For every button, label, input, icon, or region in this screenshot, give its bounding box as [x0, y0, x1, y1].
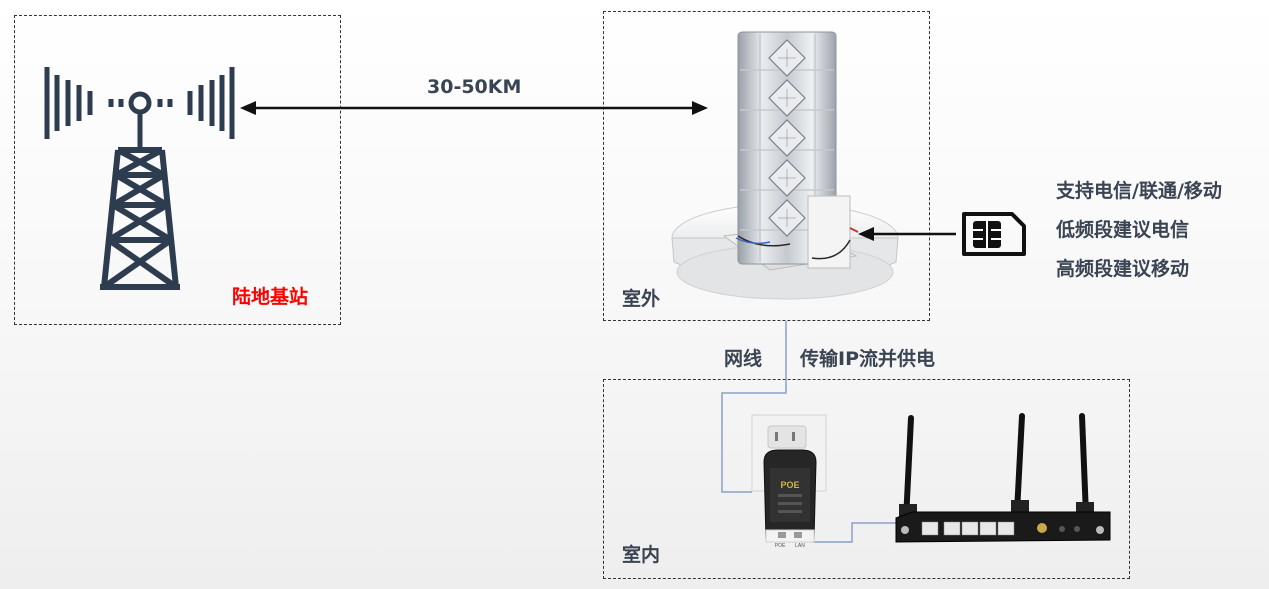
sim-arrow — [858, 227, 956, 241]
transmission-label: 传输IP流并供电 — [800, 348, 935, 370]
sim-info-low-band: 低频段建议电信 — [1056, 219, 1190, 241]
indoor-label: 室内 — [622, 544, 661, 566]
link-arrow — [240, 101, 708, 115]
sim-card-icon — [962, 212, 1026, 256]
outdoor-label: 室外 — [622, 288, 661, 310]
wifi-router — [895, 413, 1111, 543]
cell-tower-icon — [44, 67, 235, 290]
base-station-box — [14, 15, 341, 325]
sim-info-carriers: 支持电信/联通/移动 — [1056, 180, 1222, 202]
cable-label: 网线 — [724, 348, 763, 370]
indoor-box — [603, 379, 1130, 579]
sim-info-high-band: 高频段建议移动 — [1056, 258, 1190, 280]
outdoor-cpe-device — [671, 31, 899, 300]
distance-label: 30-50KM — [427, 76, 522, 98]
poe-brand-text: POE — [780, 480, 799, 490]
poe-port-left-text: POE — [775, 543, 786, 549]
poe-port-right-text: LAN — [795, 543, 805, 549]
base-station-label: 陆地基站 — [232, 286, 309, 308]
outdoor-box — [603, 11, 930, 321]
sim-info-list: 支持电信/联通/移动 低频段建议电信 高频段建议移动 — [1056, 172, 1222, 289]
poe-injector — [751, 414, 827, 543]
network-cable — [721, 321, 896, 543]
